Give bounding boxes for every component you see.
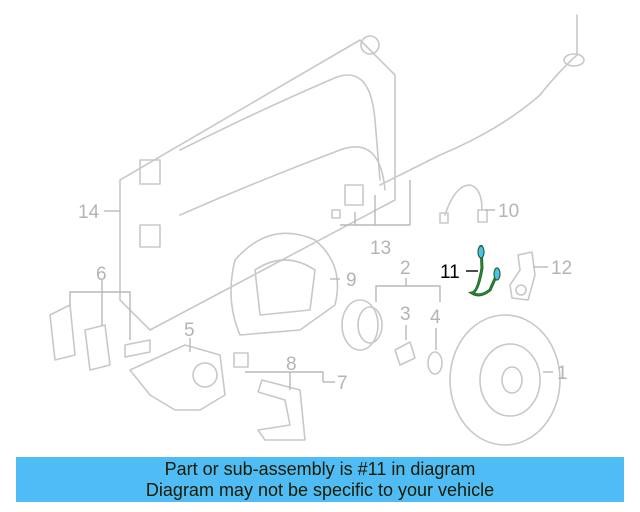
- callout-6[interactable]: 6: [96, 264, 107, 285]
- part-4-seal-ring[interactable]: [427, 351, 443, 375]
- part-13-sensor-cable[interactable]: [331, 14, 585, 219]
- callout-11[interactable]: 11: [440, 262, 460, 283]
- banner-line-part-number: Part or sub-assembly is #11 in diagram: [164, 459, 476, 479]
- part-7-caliper-bracket[interactable]: [257, 379, 306, 441]
- callout-13[interactable]: 13: [370, 238, 391, 259]
- banner-line-disclaimer: Diagram may not be specific to your vehi…: [145, 480, 495, 500]
- callout-7[interactable]: 7: [337, 373, 348, 394]
- callout-10[interactable]: 10: [498, 201, 519, 222]
- callout-2[interactable]: 2: [400, 258, 411, 279]
- leader-lines: [69, 180, 553, 390]
- part-12-speed-sensor[interactable]: [509, 251, 536, 301]
- callout-12[interactable]: 12: [551, 258, 572, 279]
- info-banner: Part or sub-assembly is #11 in diagram D…: [16, 457, 624, 502]
- part-3-bolt[interactable]: [394, 341, 416, 366]
- callout-14[interactable]: 14: [78, 202, 100, 223]
- part-8-bushing[interactable]: [233, 352, 249, 368]
- callout-9[interactable]: 9: [346, 270, 357, 291]
- part-6-brake-pads[interactable]: [49, 304, 151, 371]
- callout-1[interactable]: 1: [557, 363, 568, 384]
- part-5-caliper[interactable]: [129, 344, 226, 411]
- callout-3[interactable]: 3: [400, 304, 411, 325]
- callout-8[interactable]: 8: [286, 354, 297, 375]
- part-14-wiring-harness[interactable]: [119, 35, 396, 331]
- part-9-backing-plate[interactable]: [230, 232, 339, 336]
- part-2-wheel-hub[interactable]: [341, 299, 383, 351]
- part-1-brake-rotor[interactable]: [449, 314, 561, 446]
- part-10-sensor-lead[interactable]: [439, 184, 488, 224]
- callout-4[interactable]: 4: [430, 307, 441, 328]
- callout-5[interactable]: 5: [184, 320, 195, 341]
- part-11-sensor-lead-highlighted[interactable]: [467, 244, 501, 297]
